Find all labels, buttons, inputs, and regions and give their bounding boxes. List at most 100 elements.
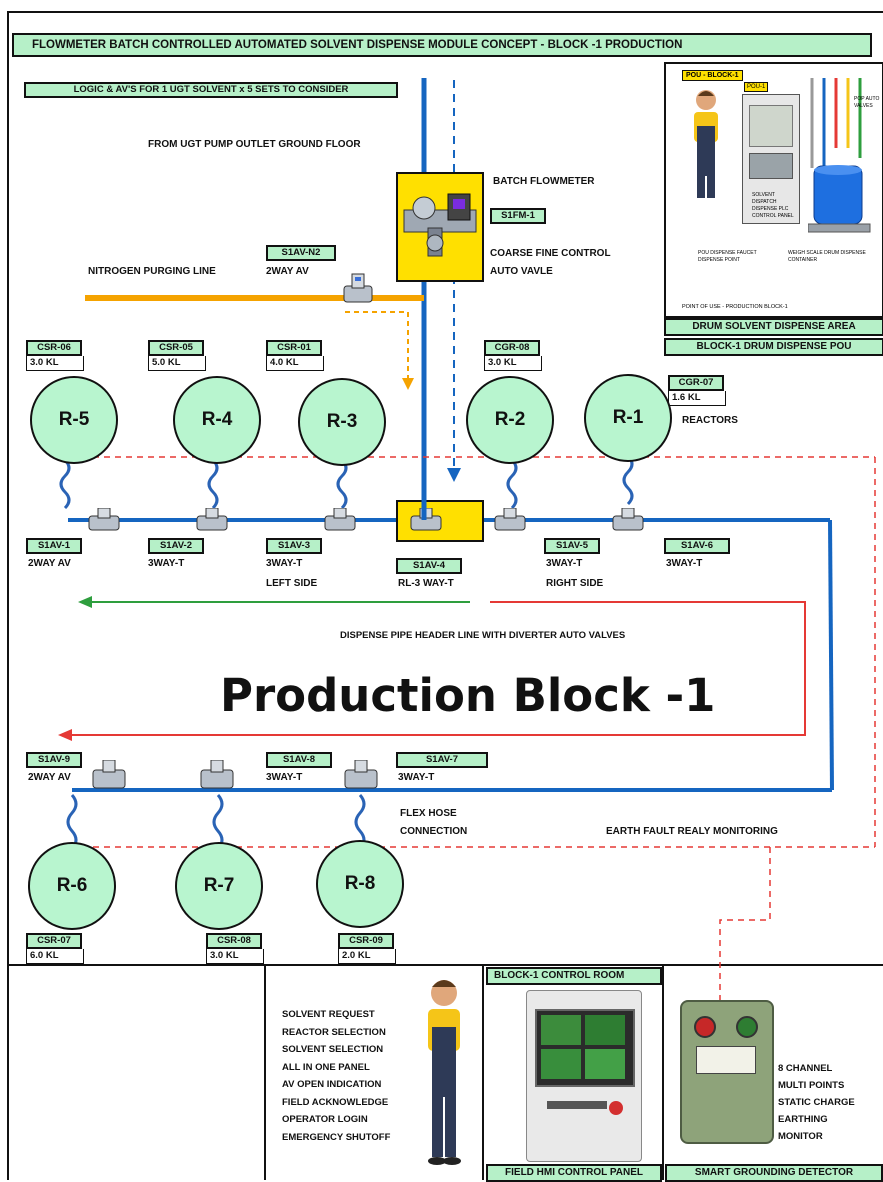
valve-type: 3WAY-T: [266, 558, 303, 569]
valve-tag: S1AV-3: [266, 538, 322, 554]
feature-item: AV OPEN INDICATION: [282, 1079, 382, 1090]
big-title: Production Block -1: [220, 669, 716, 722]
scale-note: WEIGH SCALE DRUM DISPENSE CONTAINER: [788, 250, 866, 263]
hmi-panel-device: [526, 990, 642, 1162]
plc-cabinet: [742, 94, 800, 224]
right-side-label: RIGHT SIDE: [546, 578, 604, 589]
reactor-capacity: 6.0 KL: [26, 949, 84, 964]
valve-tag: S1AV-6: [664, 538, 730, 554]
reactor-tag: CSR-07: [26, 933, 82, 949]
valve-type: 3WAY-T: [398, 772, 435, 783]
outer-frame: [7, 11, 883, 1180]
n2-valve-tag: S1AV-N2: [266, 245, 336, 261]
pou-pipes-icon: [810, 78, 862, 168]
feature-item: ALL IN ONE PANEL: [282, 1061, 370, 1073]
reactor-r8: R-8: [316, 840, 404, 928]
reactor-capacity: 3.0 KL: [484, 356, 542, 371]
grounding-line: MONITOR: [778, 1131, 823, 1142]
valve-tag: S1AV-4: [396, 558, 462, 574]
reactor-tag: CSR-05: [148, 340, 204, 356]
drum-area-subtitle: BLOCK-1 DRUM DISPENSE POU: [664, 338, 883, 356]
valve-icon: [494, 508, 526, 531]
reactors-label: REACTORS: [682, 415, 738, 426]
valve-icon: [200, 760, 234, 789]
valve-type: RL-3 WAY-T: [398, 578, 454, 589]
n2-valve-icon: [343, 273, 373, 303]
valve-type: 3WAY-T: [546, 558, 583, 569]
feature-item: OPERATOR LOGIN: [282, 1114, 368, 1125]
left-side-label: LEFT SIDE: [266, 578, 318, 589]
dashed-return-arrow: [447, 468, 461, 482]
reactor-tag: CSR-08: [206, 933, 262, 949]
batch-flowmeter-box: [396, 172, 484, 282]
reactor-r2: R-2: [466, 376, 554, 464]
coarse-fine-label: COARSE FINE CONTROL: [490, 248, 611, 259]
valve-tag: S1AV-8: [266, 752, 332, 768]
arrow-left-head: [78, 596, 92, 608]
valve-tag: S1AV-5: [544, 538, 600, 554]
arrow-right-route: [70, 601, 806, 736]
batch-flowmeter-label: BATCH FLOWMETER: [493, 176, 595, 187]
feature-list: SOLVENT REQUEST REACTOR SELECTION SOLVEN…: [282, 1006, 390, 1146]
control-room-title: BLOCK-1 CONTROL ROOM: [486, 967, 662, 985]
title-bar: FLOWMETER BATCH CONTROLLED AUTOMATED SOL…: [12, 33, 872, 57]
right-riser-pipe: [828, 519, 834, 791]
s1fm-tag: S1FM-1: [490, 208, 546, 224]
grounding-title: SMART GROUNDING DETECTOR: [665, 1164, 883, 1182]
valve-tag: S1AV-1: [26, 538, 82, 554]
valve-type: 3WAY-T: [148, 558, 185, 569]
earth-line-to-detector: [719, 847, 771, 1005]
feature-item: REACTOR SELECTION: [282, 1026, 386, 1038]
valve-icon: [196, 508, 228, 531]
reactor-capacity: 3.0 KL: [26, 356, 84, 371]
valve-type: 2WAY AV: [28, 558, 71, 569]
flowmeter-device-icon: [403, 193, 477, 257]
flex-hose-label: FLEX HOSE: [400, 808, 457, 819]
nitrogen-branch: [345, 311, 409, 380]
from-ugt-label: FROM UGT PUMP OUTLET GROUND FLOOR: [148, 139, 361, 150]
reactor-r6: R-6: [28, 842, 116, 930]
reactor-capacity: 4.0 KL: [266, 356, 324, 371]
reactor-r1: R-1: [584, 374, 672, 462]
valve-type: 3WAY-T: [266, 772, 303, 783]
valve-icon: [612, 508, 644, 531]
valve-icon: [92, 760, 126, 789]
pou-small-tag: POU-1: [744, 82, 769, 92]
drum-icon: [808, 165, 871, 233]
grounding-detector-device: [680, 1000, 774, 1144]
nitrogen-arrow: [402, 378, 414, 390]
feature-item: SOLVENT REQUEST: [282, 1009, 375, 1020]
grounding-line: MULTI POINTS: [778, 1080, 845, 1091]
n2-valve-type: 2WAY AV: [266, 266, 309, 277]
grounding-line: STATIC CHARGE: [778, 1097, 855, 1108]
reactor-capacity: 2.0 KL: [338, 949, 396, 964]
valve-tag: S1AV-2: [148, 538, 204, 554]
valve-icon: [324, 508, 356, 531]
reactor-tag: CGR-08: [484, 340, 540, 356]
feature-item: EMERGENCY SHUTOFF: [282, 1131, 391, 1143]
header-line-label: DISPENSE PIPE HEADER LINE WITH DIVERTER …: [340, 630, 626, 641]
valve-icon: [410, 508, 442, 531]
grounding-line: 8 CHANNEL: [778, 1063, 833, 1074]
feature-item: SOLVENT SELECTION: [282, 1044, 384, 1055]
valve-icon: [344, 760, 378, 789]
point-of-use-note: POINT OF USE - PRODUCTION BLOCK-1: [682, 304, 788, 310]
nitrogen-line-label: NITROGEN PURGING LINE: [88, 266, 216, 277]
flex-hoses-top: [59, 454, 634, 510]
faucet-note: POU DISPENSE FAUCET DISPENSE POINT: [698, 250, 757, 263]
operator-figure-icon: [694, 90, 718, 198]
grounding-line: EARTHING: [778, 1114, 828, 1125]
operator-figure-icon: [428, 980, 461, 1165]
reactor-capacity: 3.0 KL: [206, 949, 264, 964]
grounding-features: 8 CHANNEL MULTI POINTS STATIC CHARGE EAR…: [778, 1060, 855, 1145]
reactor-tag: CSR-06: [26, 340, 82, 356]
reactor-r4: R-4: [173, 376, 261, 464]
pou-tag: POU - BLOCK-1: [682, 70, 743, 81]
reactor-r3: R-3: [298, 378, 386, 466]
connection-label: CONNECTION: [400, 826, 468, 837]
flex-hoses-bottom: [66, 794, 366, 850]
valve-tag: S1AV-7: [396, 752, 488, 768]
arrow-right-head: [58, 729, 72, 741]
earth-fault-label: EARTH FAULT REALY MONITORING: [606, 826, 778, 837]
